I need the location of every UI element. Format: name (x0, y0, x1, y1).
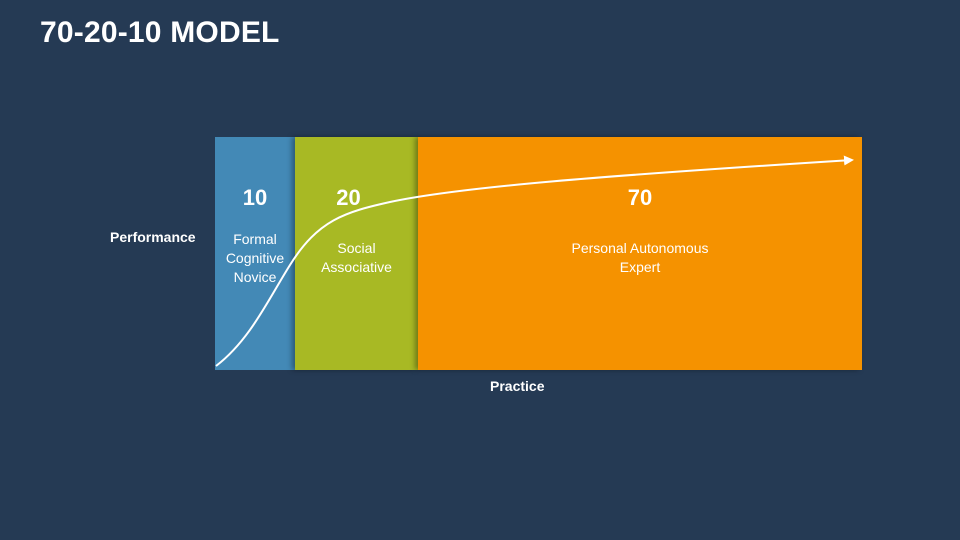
band-line: Cognitive (225, 250, 285, 266)
band-line: Social (337, 240, 376, 256)
band-line: Expert (619, 259, 661, 275)
band-line: Novice (233, 269, 277, 285)
band-percentage: 20 (336, 185, 361, 210)
y-axis-label: Performance (110, 229, 196, 245)
band-line: Associative (321, 259, 392, 275)
band-social: 20 Social Associative (295, 137, 418, 370)
slide-title: 70-20-10 MODEL (40, 16, 280, 49)
band-line: Formal (233, 231, 277, 247)
band-line: Personal Autonomous (571, 240, 709, 256)
band-formal: 10 Formal Cognitive Novice (215, 137, 295, 370)
band-description: Personal Autonomous Expert (418, 239, 862, 277)
model-diagram: 10 Formal Cognitive Novice 20 Social Ass… (215, 137, 862, 370)
band-percentage: 70 (627, 185, 653, 210)
band-personal: 70 Personal Autonomous Expert (418, 137, 862, 370)
band-description: Formal Cognitive Novice (215, 230, 295, 287)
band-description: Social Associative (295, 239, 418, 277)
x-axis-label: Practice (490, 378, 545, 394)
